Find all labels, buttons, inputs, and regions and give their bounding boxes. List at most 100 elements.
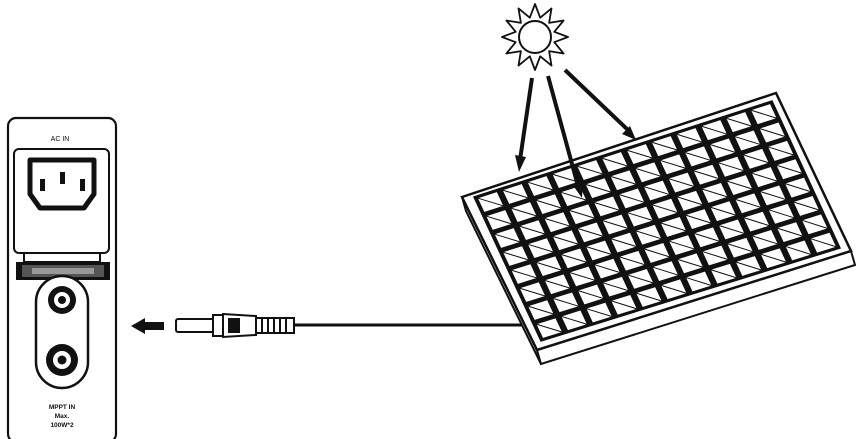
solar-cell-diagonal	[544, 279, 571, 289]
solar-cell-diagonal	[611, 300, 637, 310]
solar-cell-diagonal	[718, 225, 745, 234]
solar-cell-diagonal	[685, 277, 712, 286]
dc-plug	[175, 312, 295, 339]
solar-cell-diagonal	[494, 233, 521, 243]
solar-cell-diagonal	[676, 133, 703, 143]
mppt-port-cover	[34, 274, 90, 390]
solar-cell-diagonal	[643, 186, 670, 195]
solar-cell-diagonal	[734, 136, 761, 145]
solar-cell-diagonal	[776, 164, 803, 174]
solar-cell-diagonal	[560, 191, 587, 201]
ac-socket	[27, 157, 97, 211]
solar-cell-diagonal	[735, 198, 761, 208]
solar-cell-diagonal	[759, 128, 786, 137]
solar-cell-diagonal	[552, 173, 578, 183]
solar-cell-diagonal	[710, 269, 737, 279]
sun-rays	[515, 68, 636, 198]
solar-cell-diagonal	[726, 180, 753, 190]
solar-cell-diagonal	[594, 201, 620, 211]
solar-cell-diagonal	[610, 238, 637, 248]
solar-cell-diagonal	[569, 209, 595, 219]
solar-cell-diagonal	[527, 181, 554, 191]
solar-cell-diagonal	[693, 232, 720, 242]
solar-cell-diagonal	[760, 253, 787, 263]
solar-cell-diagonal	[602, 220, 629, 229]
solar-cell-diagonal	[577, 290, 604, 299]
solar-cell-diagonal	[561, 315, 587, 325]
solar-cell-diagonal	[743, 217, 770, 227]
solar-cell-diagonal	[693, 170, 720, 180]
arrow-left-icon	[131, 318, 164, 334]
solar-cell-diagonal	[652, 204, 678, 214]
solar-cell-diagonal	[677, 196, 703, 206]
solar-cell-diagonal	[627, 274, 654, 284]
solar-cell-diagonal	[677, 258, 704, 268]
solar-cell-diagonal	[760, 191, 786, 200]
solar-cell-diagonal	[577, 228, 604, 237]
solar-cell-diagonal	[486, 215, 512, 225]
solar-cell-diagonal	[702, 251, 729, 260]
solar-cell-diagonal	[661, 284, 687, 294]
mppt-power-label: 100W*2	[50, 422, 74, 429]
solar-cell-diagonal	[552, 297, 579, 307]
solar-cell-diagonal	[685, 214, 712, 224]
solar-cell-diagonal	[743, 154, 769, 164]
solar-cells	[477, 104, 837, 338]
solar-cell-diagonal	[610, 175, 637, 185]
device-side-panel: AC IN MPPT IN	[6, 116, 118, 439]
solar-cell-diagonal	[635, 167, 661, 177]
solar-cell-diagonal	[586, 308, 612, 317]
solar-cell-diagonal	[602, 282, 629, 292]
solar-cell-diagonal	[768, 209, 795, 219]
solar-cell-diagonal	[577, 165, 603, 175]
solar-cell-diagonal	[660, 222, 687, 232]
solar-cell-diagonal	[602, 157, 628, 167]
solar-cell-diagonal	[793, 201, 820, 211]
solar-cell-diagonal	[535, 199, 562, 209]
solar-cell-diagonal	[652, 266, 679, 276]
solar-cell-diagonal	[635, 230, 662, 240]
solar-cell-diagonal	[718, 162, 744, 172]
solar-cell-diagonal	[660, 159, 686, 169]
ac-in-label: AC IN	[51, 136, 70, 143]
panel-hinge	[16, 252, 110, 280]
solar-cell-diagonal	[752, 235, 778, 245]
solar-cell-diagonal	[618, 194, 645, 203]
solar-cell-diagonal	[668, 178, 695, 187]
solar-cell-diagonal	[751, 109, 777, 119]
solar-cell-diagonal	[710, 206, 736, 216]
solar-cell-diagonal	[701, 125, 727, 135]
solar-cell-diagonal	[511, 207, 537, 217]
solar-cell-diagonal	[626, 149, 653, 159]
solar-cell-diagonal	[536, 261, 562, 271]
solar-cell-diagonal	[477, 197, 504, 207]
solar-cell-diagonal	[801, 219, 828, 229]
solar-cell-diagonal	[785, 245, 812, 255]
solar-cell-diagonal	[544, 217, 570, 227]
solar-cell-diagonal	[751, 172, 778, 182]
solar-cell-diagonal	[627, 212, 653, 221]
solar-cell-diagonal	[511, 269, 537, 279]
solar-cell-diagonal	[701, 188, 728, 198]
mppt-in-label: MPPT IN	[49, 404, 76, 411]
solar-cell-diagonal	[727, 243, 753, 253]
sun-icon	[501, 3, 569, 71]
solar-cell-diagonal	[585, 246, 612, 255]
solar-cell-diagonal	[585, 183, 612, 193]
solar-cell-diagonal	[810, 238, 837, 248]
solar-cell-diagonal	[777, 227, 803, 237]
solar-cell-diagonal	[519, 225, 546, 235]
solar-cell-diagonal	[527, 243, 554, 253]
solar-cell-diagonal	[644, 248, 670, 258]
solar-cell-diagonal	[528, 305, 554, 315]
solar-cell-diagonal	[569, 272, 596, 281]
solar-cell-diagonal	[651, 141, 678, 151]
solar-cell-diagonal	[536, 323, 563, 333]
solar-panel	[460, 91, 856, 366]
solar-cell-diagonal	[552, 235, 579, 245]
mppt-max-label: Max.	[55, 413, 70, 420]
solar-cell-diagonal	[735, 261, 762, 271]
solar-cell-diagonal	[636, 292, 662, 302]
solar-cell-diagonal	[669, 240, 695, 250]
